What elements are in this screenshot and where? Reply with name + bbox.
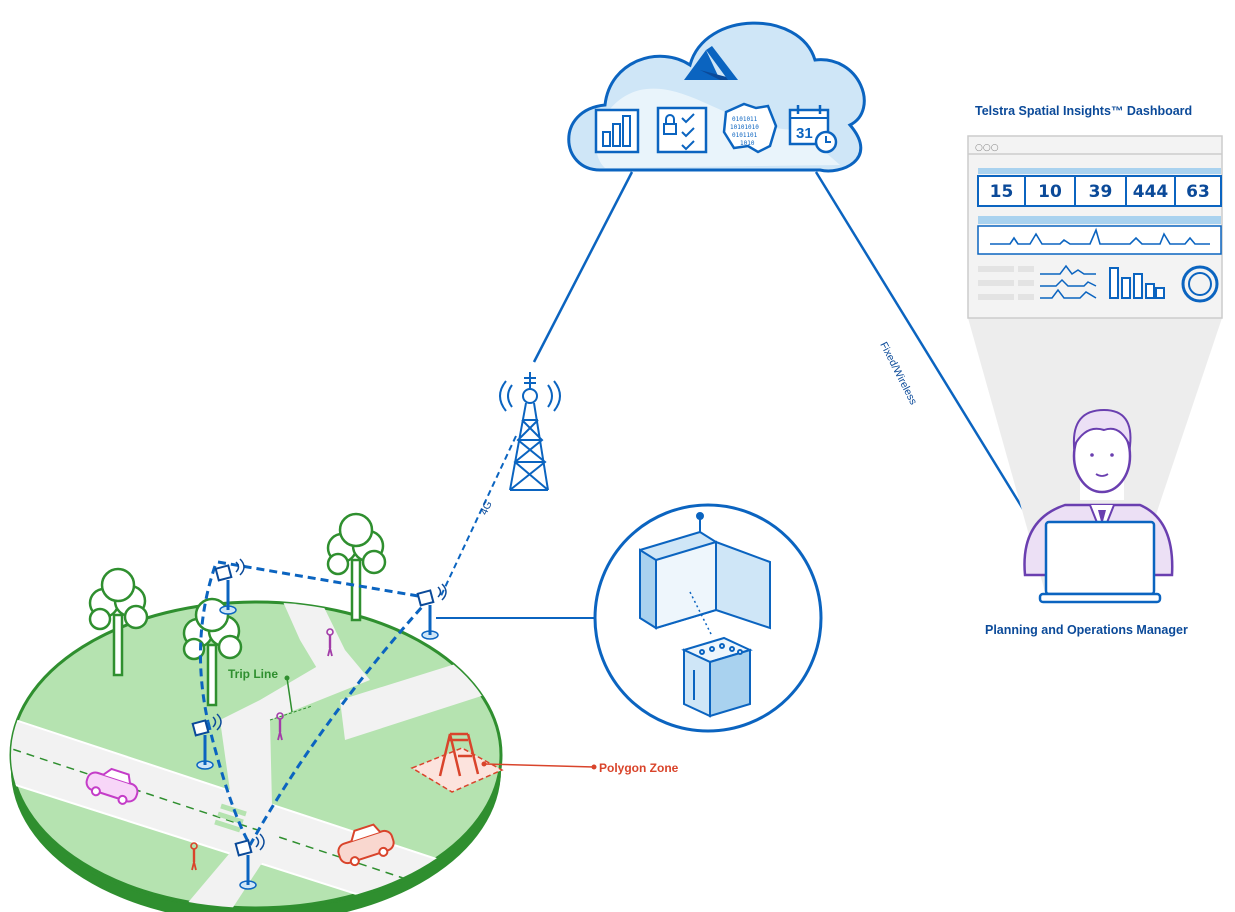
dashboard-title: Telstra Spatial Insights™ Dashboard bbox=[975, 104, 1193, 118]
kpi-tile: 39 bbox=[1088, 182, 1113, 202]
manager-figure bbox=[1023, 408, 1174, 604]
park-area bbox=[9, 512, 597, 912]
kpi-tile: 10 bbox=[1038, 182, 1062, 202]
cloud-to-tower-link bbox=[532, 171, 634, 363]
kpi-tile: 63 bbox=[1186, 182, 1210, 202]
sensor-mesh-links bbox=[199, 560, 432, 846]
trip-line-label: Trip Line bbox=[228, 667, 279, 681]
gateway-hardware-callout bbox=[593, 503, 823, 733]
cell-tower-icon bbox=[499, 372, 561, 491]
cloud-platform: 0101011 10101010 0101101 1010 31 bbox=[567, 21, 866, 173]
tree-icon bbox=[326, 512, 387, 622]
kpi-tile: 15 bbox=[989, 182, 1014, 202]
laptop-icon bbox=[1038, 520, 1162, 604]
tower-to-gateway-4g-link bbox=[439, 435, 517, 599]
construction-barrier-icon bbox=[438, 732, 480, 777]
router-device-icon bbox=[681, 636, 753, 718]
car-icon bbox=[337, 823, 395, 867]
kpi-tile: 444 bbox=[1132, 182, 1169, 202]
polygon-zone-label: Polygon Zone bbox=[599, 761, 679, 775]
calendar-day: 31 bbox=[796, 125, 813, 142]
svg-text:0101101: 0101101 bbox=[732, 132, 758, 139]
australia-binary-map-icon: 0101011 10101010 0101101 1010 bbox=[722, 102, 778, 154]
calendar-clock-icon: 31 bbox=[788, 105, 838, 154]
svg-text:0101011: 0101011 bbox=[732, 116, 758, 123]
polygon-zone-area bbox=[410, 732, 597, 793]
car-icon bbox=[85, 767, 139, 805]
manager-role-label: Planning and Operations Manager bbox=[985, 623, 1188, 637]
svg-text:10101010: 10101010 bbox=[730, 124, 759, 131]
svg-text:1010: 1010 bbox=[740, 140, 755, 147]
secure-checklist-icon bbox=[656, 106, 708, 154]
bar-chart-document-icon bbox=[594, 108, 640, 154]
cloud-to-manager-link bbox=[814, 171, 1060, 567]
window-controls: ○○○ bbox=[975, 143, 999, 153]
azure-logo-icon bbox=[684, 46, 738, 80]
enclosure-cabinet-icon bbox=[639, 512, 771, 630]
